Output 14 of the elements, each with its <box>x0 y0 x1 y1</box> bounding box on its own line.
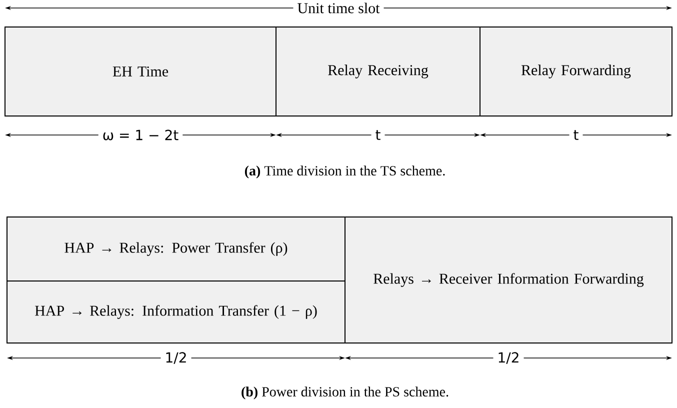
caption: (b) Power division in the PS scheme. <box>242 386 448 400</box>
dimension-label: 1/2 <box>493 351 524 365</box>
time-slot-box: HAP → Relays: Power Transfer (ρ) <box>6 216 346 282</box>
time-slot-box: Relay Receiving <box>276 26 480 116</box>
time-slot-box: Relays → Receiver Information Forwarding <box>344 216 672 344</box>
time-slot-box: EH Time <box>4 26 276 116</box>
time-slot-box: HAP → Relays: Information Transfer (1 − ρ) <box>6 280 346 344</box>
dimension-label: Unit time slot <box>293 2 384 14</box>
dimension-label: t <box>569 129 583 141</box>
dimension-label: t <box>371 129 385 141</box>
dimension-label: 1/2 <box>160 351 192 365</box>
caption: (a) Time division in the TS scheme. <box>244 166 445 178</box>
dimension-label: ω = 1 − 2t <box>98 128 183 142</box>
time-slot-box: Relay Forwarding <box>480 26 672 116</box>
